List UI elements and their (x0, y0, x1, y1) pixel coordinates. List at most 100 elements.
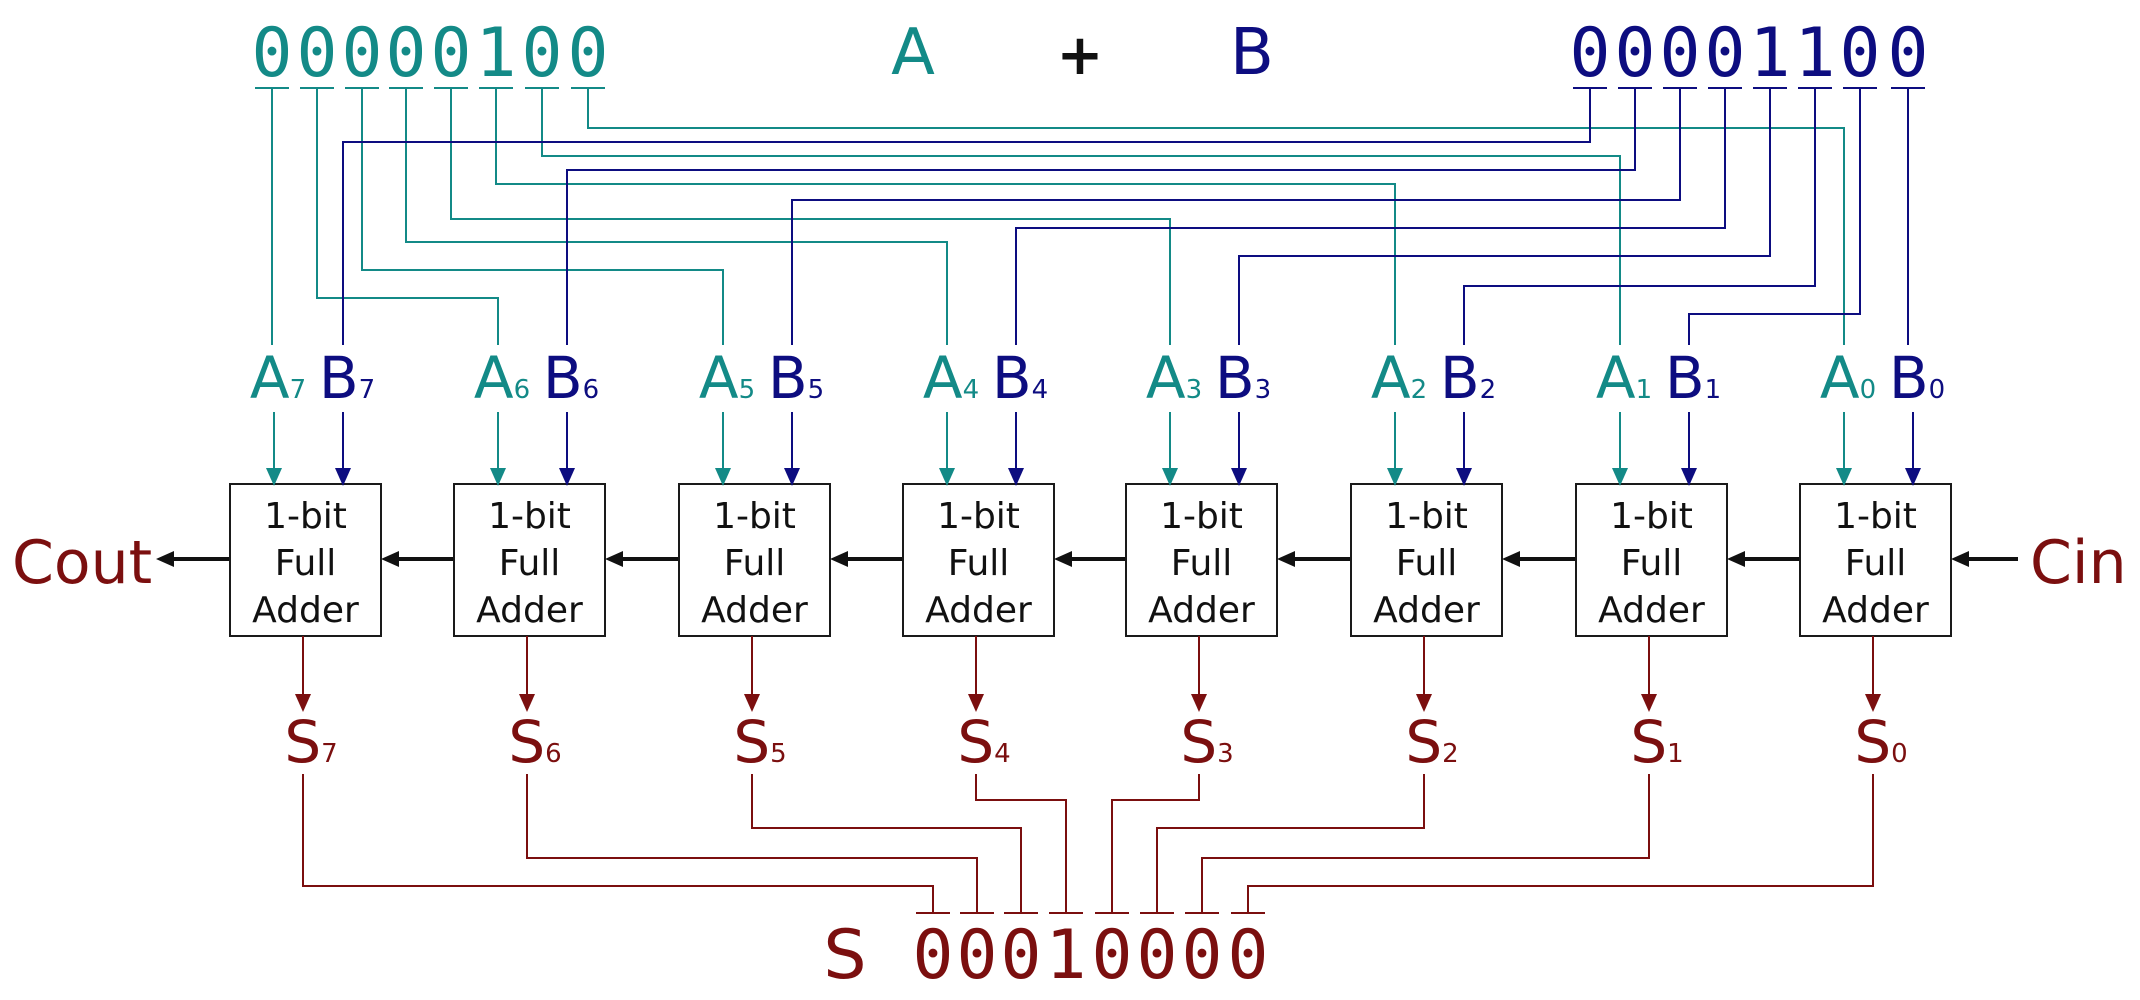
sum-bit-label: S0 (1854, 708, 1907, 776)
a-bit-subscript: 0 (1860, 375, 1877, 405)
a-bit-letter: A (474, 344, 514, 412)
sum-bit-subscript: 5 (770, 739, 787, 769)
a-bit-subscript: 7 (290, 375, 307, 405)
b-bit-subscript: 3 (1255, 375, 1272, 405)
b-input-arrow (559, 468, 575, 486)
b-bit-subscript: 2 (1480, 375, 1497, 405)
carry-arrow (381, 551, 399, 567)
sum-bit-letter: S (1180, 708, 1217, 776)
a-bit-label: A0 (1820, 344, 1876, 412)
b-input-arrow (1231, 468, 1247, 486)
b-wire (566, 88, 1636, 345)
a-bit-label: A2 (1371, 344, 1427, 412)
b-bit-letter: B (1665, 344, 1705, 412)
b-wire (342, 88, 1591, 345)
b-input-wires (342, 88, 1909, 345)
full-adder-box (1799, 483, 1952, 637)
sum-wire (1111, 774, 1200, 913)
sum-output-arrow (744, 694, 760, 712)
a-operand-digit: 0 (386, 14, 427, 93)
a-input-arrow (715, 468, 731, 486)
result-digit: 0 (913, 916, 954, 995)
full-adder-box (678, 483, 831, 637)
b-operand-label: B (1230, 16, 1274, 90)
b-input-arrow (1681, 468, 1697, 486)
full-adder-label: Full (1171, 543, 1233, 584)
sum-bit-letter: S (957, 708, 994, 776)
carry-arrow (1054, 551, 1072, 567)
sum-wire (1201, 774, 1650, 913)
a-operand-label: A (891, 16, 935, 90)
full-adder-label: 1-bit (1610, 496, 1693, 537)
sum-bit-letter: S (284, 708, 321, 776)
b-wire (1238, 88, 1771, 345)
b-bit-label: B2 (1440, 344, 1496, 412)
sum-bit-subscript: 7 (321, 739, 338, 769)
a-wire (587, 88, 1845, 345)
b-operand-digit: 0 (1705, 14, 1746, 93)
carry-arrow (1502, 551, 1520, 567)
a-wire (450, 88, 1171, 345)
full-adder-label: 1-bit (1834, 496, 1917, 537)
sum-output-wires (302, 774, 1874, 914)
full-adder-label: Adder (1148, 590, 1255, 631)
b-wire (791, 88, 1681, 345)
b-bit-label: B6 (543, 344, 599, 412)
a-bit-letter: A (1371, 344, 1411, 412)
a-bit-letter: A (699, 344, 739, 412)
a-bit-subscript: 6 (514, 375, 531, 405)
a-bit-label: A1 (1596, 344, 1652, 412)
sum-bit-letter: S (733, 708, 770, 776)
full-adder-label: Full (275, 543, 337, 584)
full-adder-label: 1-bit (1160, 496, 1243, 537)
b-bit-label: B5 (768, 344, 824, 412)
b-operand-digit: 0 (1615, 14, 1656, 93)
sum-bit-label: S2 (1405, 708, 1458, 776)
full-adder-label: Adder (1822, 590, 1929, 631)
full-adder-label: Full (948, 543, 1010, 584)
full-adder-label: 1-bit (1385, 496, 1468, 537)
a-bit-letter: A (1146, 344, 1186, 412)
a-input-arrow (1387, 468, 1403, 486)
b-operand-digit: 0 (1570, 14, 1611, 93)
a-bit-subscript: 1 (1636, 375, 1653, 405)
sum-wire (751, 774, 1022, 913)
sum-output-arrow (968, 694, 984, 712)
a-bit-subscript: 3 (1186, 375, 1203, 405)
full-adder-label: Adder (476, 590, 583, 631)
a-bit-letter: A (1820, 344, 1860, 412)
full-adder-label: Adder (925, 590, 1032, 631)
carry-out-arrow (156, 551, 174, 567)
full-adder-label: 1-bit (937, 496, 1020, 537)
full-adder-box (453, 483, 606, 637)
b-operand-digit: 1 (1750, 14, 1791, 93)
full-adder-label: 1-bit (264, 496, 347, 537)
result-digit: 0 (1228, 916, 1269, 995)
a-bit-letter: A (250, 344, 290, 412)
full-adder-label: 1-bit (488, 496, 571, 537)
b-bit-letter: B (543, 344, 583, 412)
full-adder-box (1575, 483, 1728, 637)
sum-bit-subscript: 1 (1667, 739, 1684, 769)
carry-arrow (830, 551, 848, 567)
b-input-arrow (1456, 468, 1472, 486)
carry-out-label: Cout (12, 528, 152, 598)
a-operand-digit: 0 (252, 14, 293, 93)
sum-wire (1247, 774, 1874, 913)
result-digit: 0 (1092, 916, 1133, 995)
sum-output-arrow (1865, 694, 1881, 712)
a-input-arrow (266, 468, 282, 486)
plus-sign: + (1057, 23, 1104, 88)
sum-output-arrow (1641, 694, 1657, 712)
full-adder-label: Full (499, 543, 561, 584)
a-bit-label: A7 (250, 344, 306, 412)
full-adder-box (1125, 483, 1278, 637)
carry-arrow (1727, 551, 1745, 567)
a-bit-subscript: 2 (1411, 375, 1428, 405)
a-input-wires (271, 88, 1845, 345)
a-bit-label: A6 (474, 344, 530, 412)
sum-wire (526, 774, 978, 913)
